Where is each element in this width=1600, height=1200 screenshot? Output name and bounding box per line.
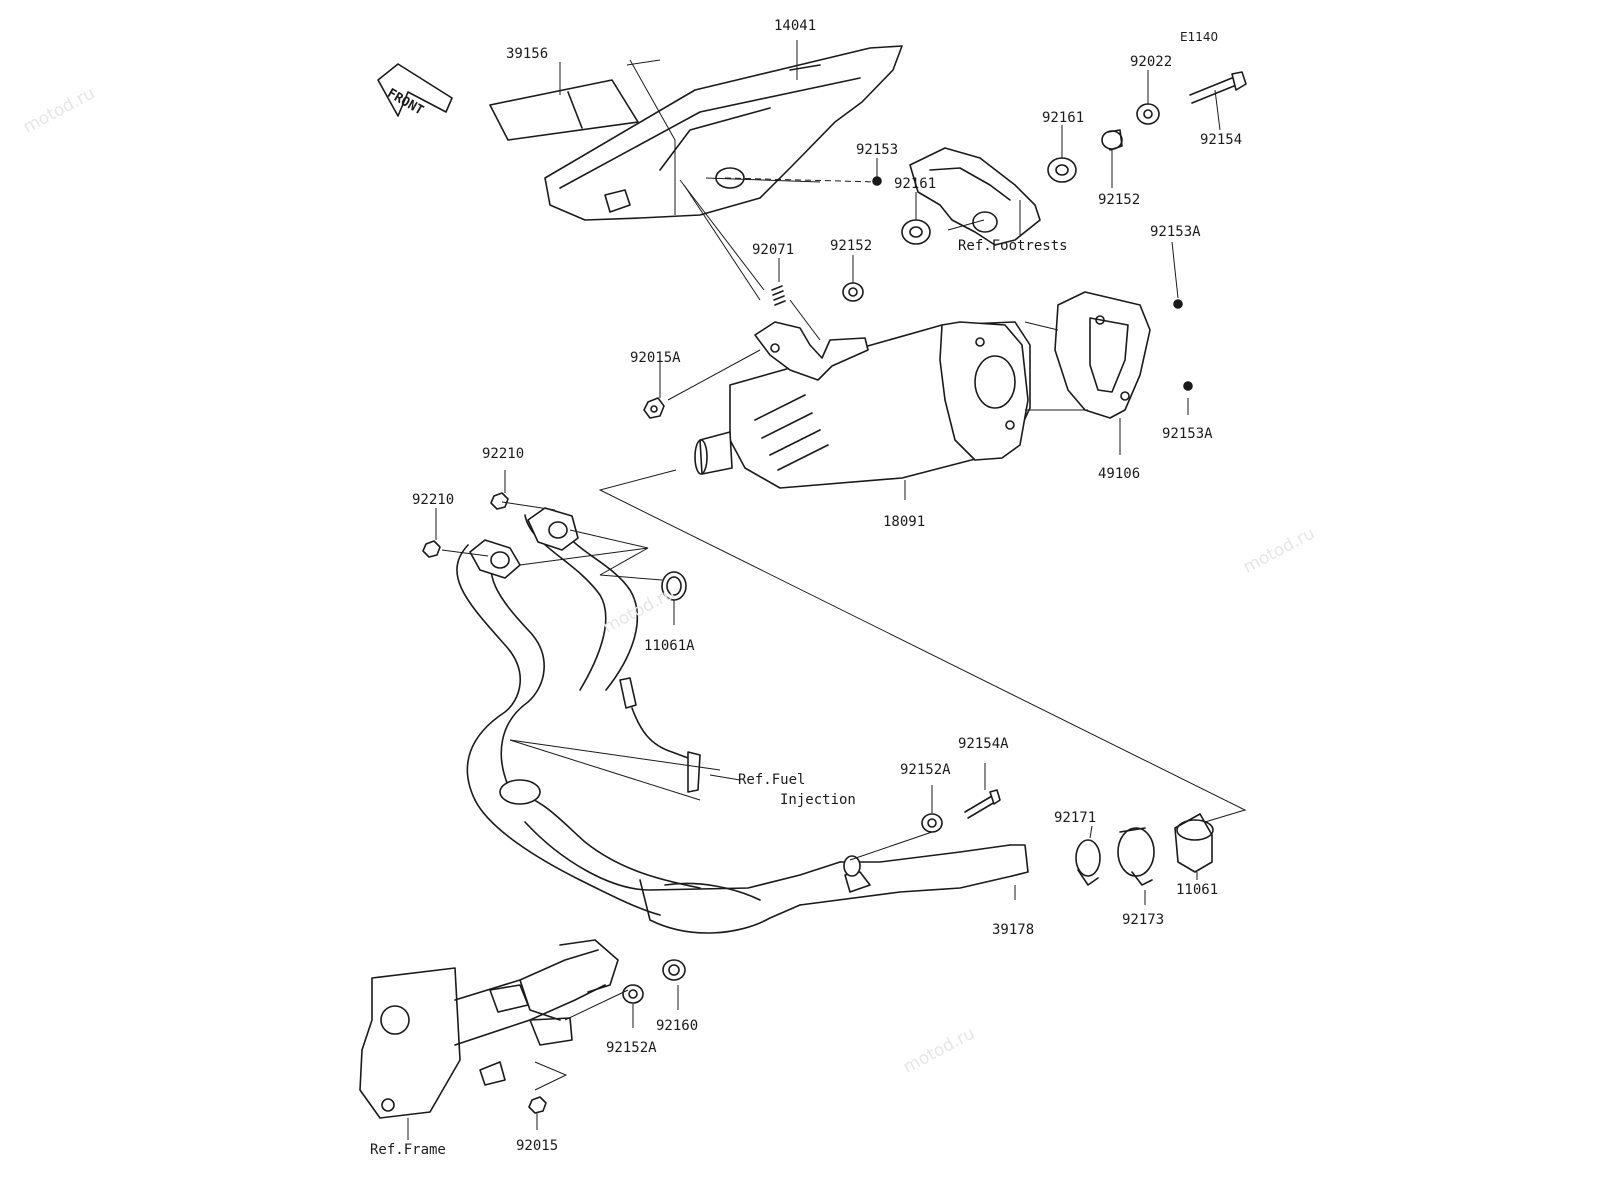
- header-flange-left: [470, 540, 520, 578]
- nut-92153: [873, 177, 881, 185]
- nut-92015A: [644, 398, 664, 418]
- muffler-18091: [695, 322, 1030, 488]
- collar-92152A-mid: [922, 814, 942, 832]
- grommet-92160: [663, 960, 685, 980]
- clamp-92173: [1118, 828, 1154, 885]
- leader-lines: [408, 40, 1245, 1140]
- clamp-92171: [1076, 840, 1100, 885]
- oxygen-sensor: [620, 678, 700, 792]
- bolt-92154A: [965, 790, 1000, 818]
- collar-92152-mid: [843, 283, 863, 301]
- bolt-92154: [1190, 72, 1246, 103]
- exhaust-header-pipes: [457, 515, 1028, 933]
- bolt-92153A-bot: [1184, 382, 1192, 390]
- spring-92071: [772, 286, 785, 305]
- nut-92210-b: [423, 541, 440, 557]
- grommet-92161-mid: [902, 220, 930, 244]
- bolt-92153A-top: [1174, 300, 1182, 308]
- washer-92022: [1137, 104, 1159, 124]
- muffler-cover-49106: [1055, 292, 1150, 418]
- front-arrow-icon: [378, 64, 452, 116]
- frame-bracket: [360, 940, 618, 1118]
- collar-92152A-bot: [623, 985, 643, 1003]
- grommet-92161-top: [1048, 158, 1076, 182]
- nut-92210-a: [491, 493, 508, 509]
- gasket-11061A: [662, 572, 686, 600]
- nut-92015: [529, 1097, 546, 1113]
- gasket-11061: [1175, 814, 1213, 872]
- collar-92152-top: [1102, 130, 1122, 150]
- footrest-bracket: [910, 148, 1040, 245]
- seat-cowl-14041: [545, 46, 902, 220]
- header-flange-right: [528, 508, 578, 550]
- label-sticker-39156: [490, 80, 638, 140]
